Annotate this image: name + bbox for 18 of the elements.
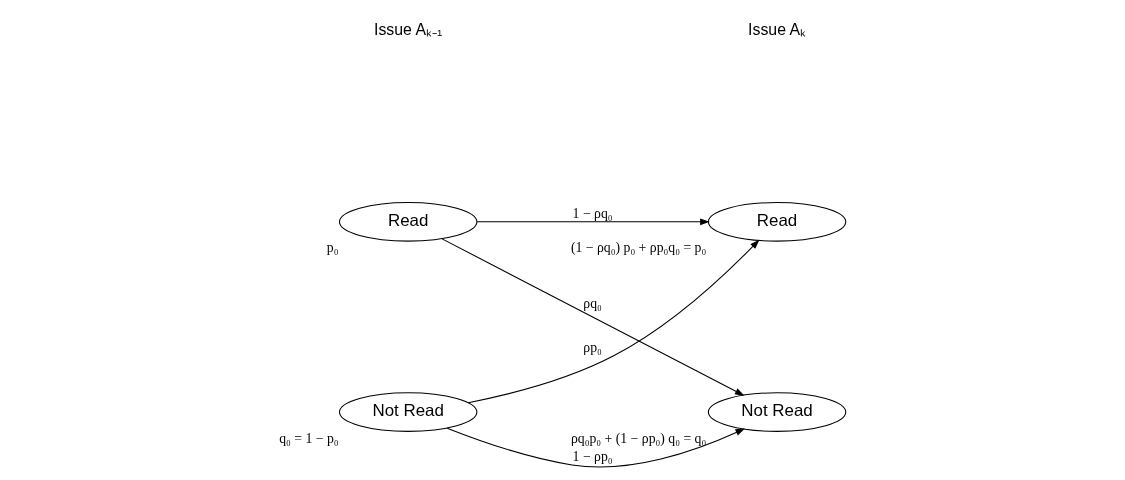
arrow bbox=[441, 238, 745, 396]
node-label: (1 − ρq₀) p₀ + ρp₀q₀ = p₀ bbox=[570, 240, 707, 256]
arrow bbox=[467, 239, 760, 404]
node-ellipse: Not Read bbox=[707, 392, 847, 432]
node-label: ρq₀p₀ + (1 − ρp₀) q₀ = q₀ bbox=[570, 430, 707, 446]
edge-label: ρp₀ bbox=[583, 340, 602, 356]
node-label: p₀ bbox=[326, 240, 339, 256]
node-ellipse: Read bbox=[707, 201, 847, 242]
node-ellipse: Read bbox=[338, 201, 478, 242]
node-ellipse: Not Read bbox=[338, 392, 478, 432]
node-label: q₀ = 1 − p₀ bbox=[279, 430, 339, 446]
arrow bbox=[476, 218, 710, 226]
edge-label: 1 − ρq₀ bbox=[572, 205, 613, 221]
label: Issue Aₖ bbox=[748, 21, 807, 39]
label: Issue Aₖ₋₁ bbox=[374, 21, 443, 39]
arrow bbox=[446, 427, 745, 468]
edge-label: ρq₀ bbox=[583, 295, 602, 311]
edge-label: 1 − ρp₀ bbox=[572, 449, 613, 465]
